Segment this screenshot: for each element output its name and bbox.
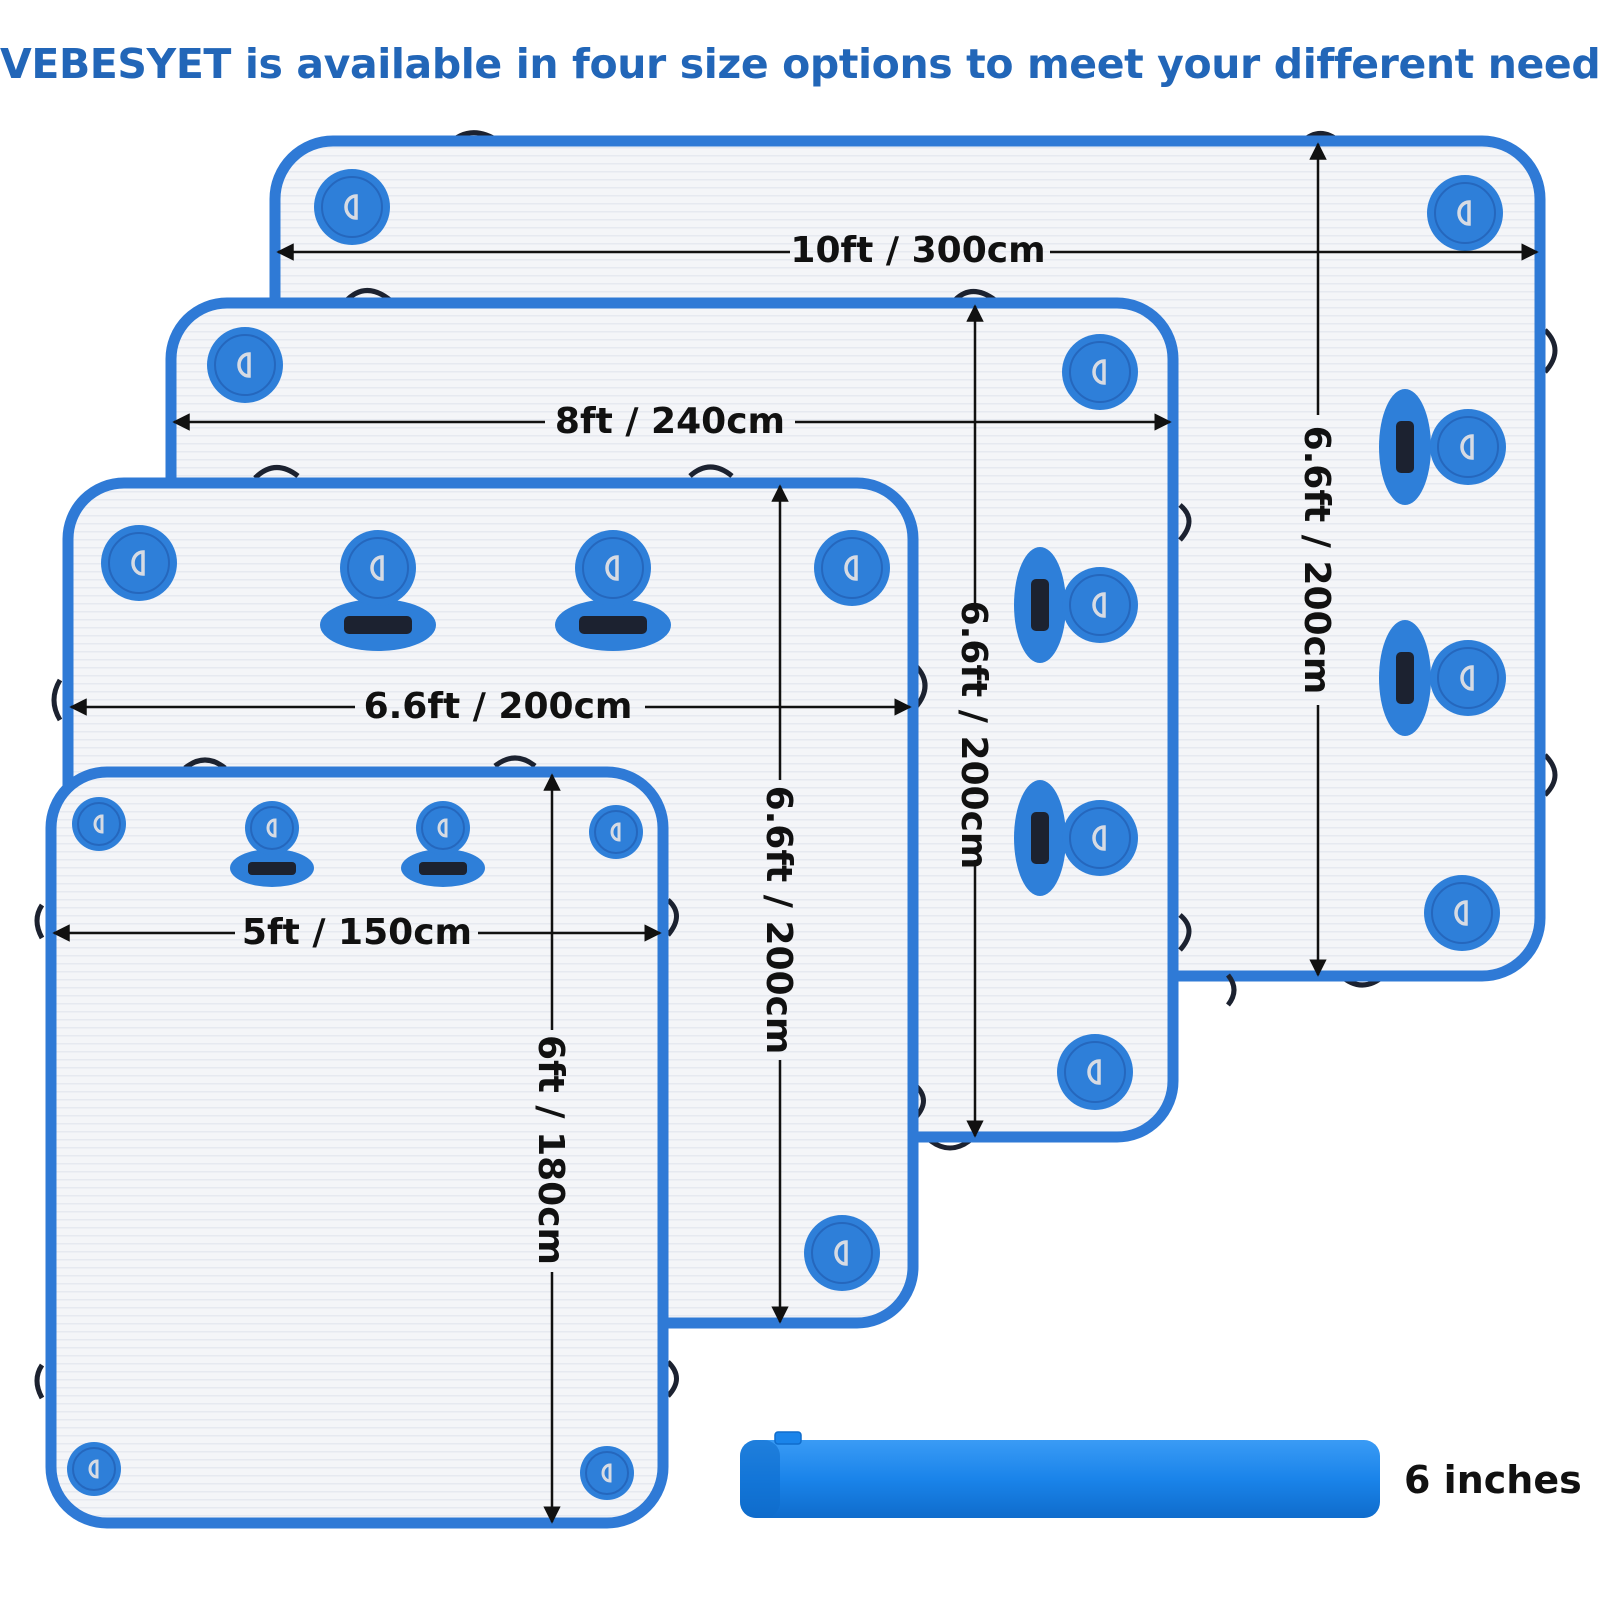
d-ring-icon	[1062, 800, 1138, 876]
d-ring-icon	[814, 530, 890, 606]
d-ring-icon	[72, 797, 126, 851]
d-ring-icon	[804, 1215, 880, 1291]
mat-5ft-straps	[34, 755, 679, 1400]
d-ring-icon	[207, 327, 283, 403]
d-ring-icon	[1430, 409, 1506, 485]
handle-icon	[1379, 620, 1431, 736]
d-ring-icon	[1430, 640, 1506, 716]
d-ring-icon	[340, 530, 416, 606]
d-ring-icon	[1062, 567, 1138, 643]
d-ring-icon	[67, 1442, 121, 1496]
mat-5ft: 5ft / 150cm 6ft / 180cm	[34, 755, 679, 1529]
handle-icon	[1014, 547, 1066, 663]
thickness-indicator: 6 inches	[740, 1431, 1582, 1518]
valve-icon	[774, 1431, 802, 1445]
handle-icon	[320, 599, 436, 651]
mat-10ft-width-dimension: 10ft / 300cm	[276, 230, 1539, 271]
d-ring-icon	[245, 801, 299, 855]
handle-icon	[1379, 389, 1431, 505]
d-ring-icon	[314, 169, 390, 245]
d-ring-icon	[575, 530, 651, 606]
mat-10ft-width-label: 10ft / 300cm	[790, 230, 1045, 271]
mat-8ft-length-dimension: 6.6ft / 200cm	[953, 304, 994, 1138]
handle-icon	[1014, 780, 1066, 896]
mat-5ft-body	[45, 766, 669, 1529]
d-ring-icon	[1424, 875, 1500, 951]
mat-5ft-width-label: 5ft / 150cm	[242, 912, 472, 953]
mat-6-6ft-width-label: 6.6ft / 200cm	[364, 686, 633, 727]
d-ring-icon	[589, 805, 643, 859]
mat-5ft-width-dimension: 5ft / 150cm	[52, 912, 662, 953]
mat-8ft-width-dimension: 8ft / 240cm	[172, 401, 1172, 442]
handle-icon	[230, 849, 314, 887]
mat-10ft-length-dimension: 6.6ft / 200cm	[1296, 142, 1337, 977]
d-ring-icon	[1057, 1034, 1133, 1110]
headline: VEBESYET is available in four size optio…	[0, 40, 1600, 88]
mat-6-6ft-length-dimension: 6.6ft / 200cm	[758, 484, 799, 1324]
d-ring-icon	[101, 525, 177, 601]
mat-8ft-length-label: 6.6ft / 200cm	[953, 601, 994, 870]
mat-6-6ft-length-label: 6.6ft / 200cm	[758, 786, 799, 1055]
handle-icon	[401, 849, 485, 887]
mat-6-6ft-width-dimension: 6.6ft / 200cm	[69, 686, 912, 727]
thickness-label: 6 inches	[1404, 1458, 1582, 1502]
thickness-bar	[740, 1440, 1380, 1518]
mat-8ft-width-label: 8ft / 240cm	[555, 401, 785, 442]
d-ring-icon	[1427, 175, 1503, 251]
d-ring-icon	[580, 1446, 634, 1500]
mat-5ft-length-label: 6ft / 180cm	[530, 1035, 571, 1265]
mat-10ft-length-label: 6.6ft / 200cm	[1296, 426, 1337, 695]
handle-icon	[555, 599, 671, 651]
d-ring-icon	[416, 801, 470, 855]
d-ring-icon	[1062, 334, 1138, 410]
mat-5ft-length-dimension: 6ft / 180cm	[530, 773, 571, 1524]
thickness-bar-edge	[740, 1440, 780, 1518]
